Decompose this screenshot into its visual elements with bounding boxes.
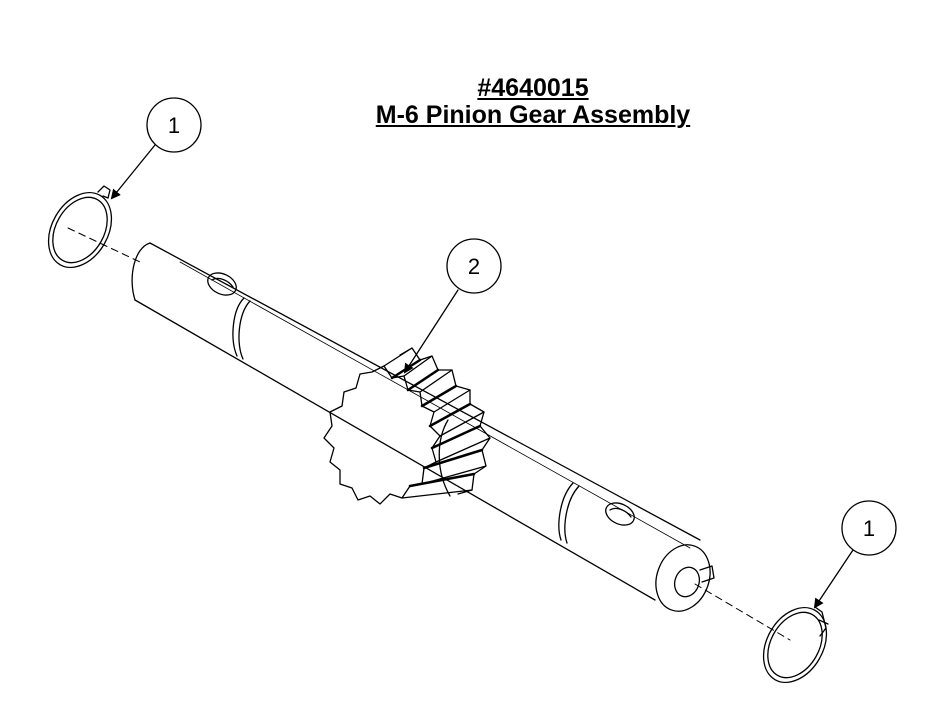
- callout-leader-1-right: [813, 549, 854, 609]
- shaft: [131, 242, 715, 612]
- callout-leader-1-left: [110, 144, 156, 200]
- callout-label-2: 2: [468, 254, 480, 279]
- callout-label-1-left: 1: [168, 113, 180, 138]
- retaining-ring-left: [47, 185, 113, 269]
- assembly-name-title: M-6 Pinion Gear Assembly: [375, 101, 691, 129]
- callout-bubble-2: [446, 238, 502, 294]
- retaining-ring-right: [762, 606, 829, 684]
- axis-line-right: [694, 583, 791, 641]
- callout-label-1-right: 1: [863, 516, 875, 541]
- callout-bubble-1-left: [146, 97, 202, 153]
- part-number-title: #4640015: [477, 74, 589, 102]
- callout-bubble-1-right: [841, 500, 897, 556]
- pinion-gear: [323, 347, 491, 505]
- callout-leader-2: [403, 289, 459, 374]
